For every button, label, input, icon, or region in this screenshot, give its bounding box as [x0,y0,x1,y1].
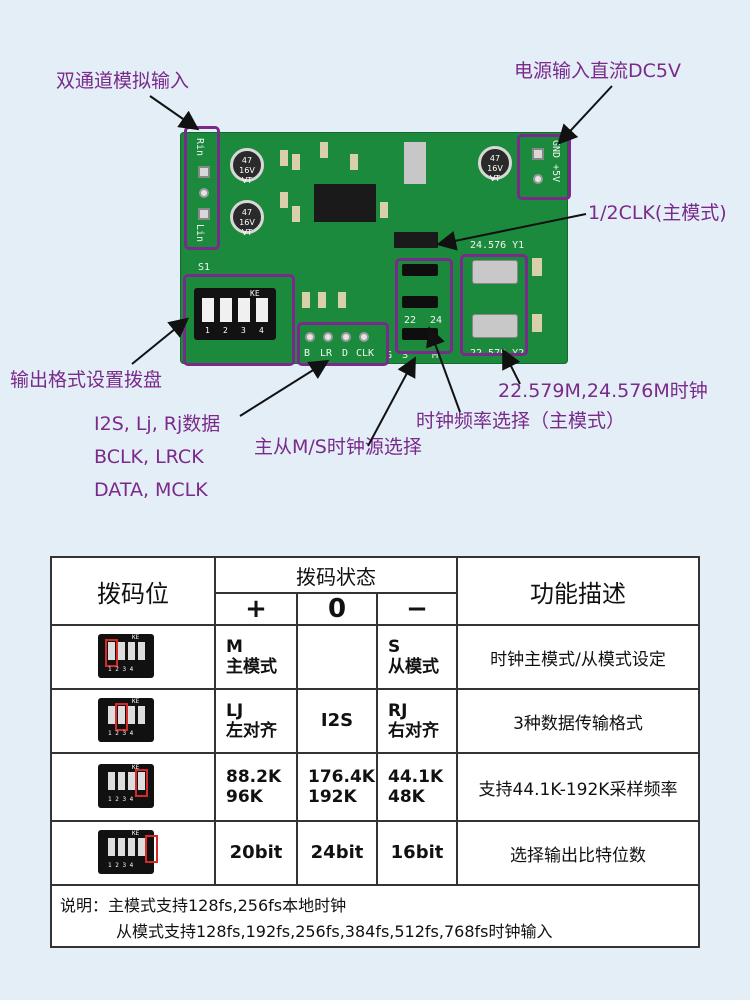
adc-chip [314,184,376,222]
dip-switch[interactable]: KE 1 2 3 4 [194,288,276,340]
header-dip-state: 拨码状态 [296,564,376,589]
jumper-label-m: M [432,350,439,361]
row4-zero: 24bit [310,841,364,863]
power-gnd-pad [533,174,543,184]
header-label-d: D [342,348,349,359]
row4-minus: 16bit [390,841,444,863]
signal-line-3: DATA, MCLK [94,479,208,501]
note-line-1: 说明：主模式支持128fs,256fs本地时钟 [60,896,347,915]
jumper-label-s: S [402,350,409,361]
header-function: 功能描述 [530,579,626,608]
arrow-power [557,85,613,145]
lin-pad [198,208,210,220]
crystal-24576 [472,260,518,284]
power-input-label: 电源输入直流DC5V [514,60,681,82]
row1-desc: 时钟主模式/从模式设定 [490,649,666,670]
row2-zero: I2S [320,709,354,731]
arrow-crystal [502,348,521,385]
header-label-b: B [304,348,311,359]
arrow-analog [149,95,200,131]
plus5v-pad [532,148,544,160]
oscillator-chip [394,232,438,248]
arrow-header [239,359,330,417]
half-clk-jumper[interactable] [402,264,438,276]
lin-silk: Lin [194,224,205,243]
ms-select-label: 主从M/S时钟源选择 [254,436,422,458]
dip-icon-pos2: KE 1 2 3 4 [98,698,154,742]
row3-desc: 支持44.1K-192K采样频率 [478,779,678,800]
header-dip-position: 拨码位 [97,579,169,608]
note-line-2: 从模式支持128fs,192fs,256fs,384fs,512fs,768fs… [116,922,553,941]
header-plus: + [245,594,267,624]
power-silk: GND +5V [550,140,561,183]
arrow-half-clk [436,213,587,251]
row2-desc: 3种数据传输格式 [513,713,643,734]
header-highlight [297,322,389,366]
header-zero: 0 [327,594,347,624]
row4-plus: 20bit [229,841,283,863]
half-clk-label: 1/2CLK(主模式) [588,202,727,224]
jumper-label-g: G [386,350,393,361]
clock-ref-label: 22.579M,24.576M时钟 [498,380,708,402]
dip-icon-pos1: KE 1 2 3 4 [98,634,154,678]
arrow-ms [367,356,416,447]
dip-setting-label: 输出格式设置拨盘 [10,369,163,391]
jumper-highlight [395,258,453,354]
gnd-pad [199,188,209,198]
header-label-clk: CLK [356,348,375,359]
arrow-dip [131,317,190,365]
crystal-22579 [472,314,518,338]
arrow-freq [426,326,461,413]
power-input-highlight [517,134,571,200]
analog-input-label: 双通道模拟输入 [56,70,190,92]
regulator [404,142,426,184]
signal-line-1: I2S, Lj, Rj数据 [94,413,221,435]
analog-input-highlight [184,126,220,250]
header-label-lr: LR [320,348,333,359]
board-diagram: 双通道模拟输入 电源输入直流DC5V 1/2CLK(主模式) 输出格式设置拨盘 … [10,60,727,501]
row4-desc: 选择输出比特位数 [510,845,646,866]
dip-icon-pos4: KE 1 2 3 4 [98,830,158,874]
crystal-highlight [460,254,528,356]
s1-silk: S1 [198,262,211,273]
clock-freq-select-label: 时钟频率选择（主模式） [416,410,626,432]
freq-select-jumper[interactable] [402,296,438,308]
header-minus: − [406,594,428,624]
dip-icon-pos3: KE 1 2 3 4 [98,764,154,808]
rin-silk: Rin [194,138,205,157]
signal-line-2: BCLK, LRCK [94,446,204,468]
arrow-layer [131,85,613,447]
rin-pad [198,166,210,178]
